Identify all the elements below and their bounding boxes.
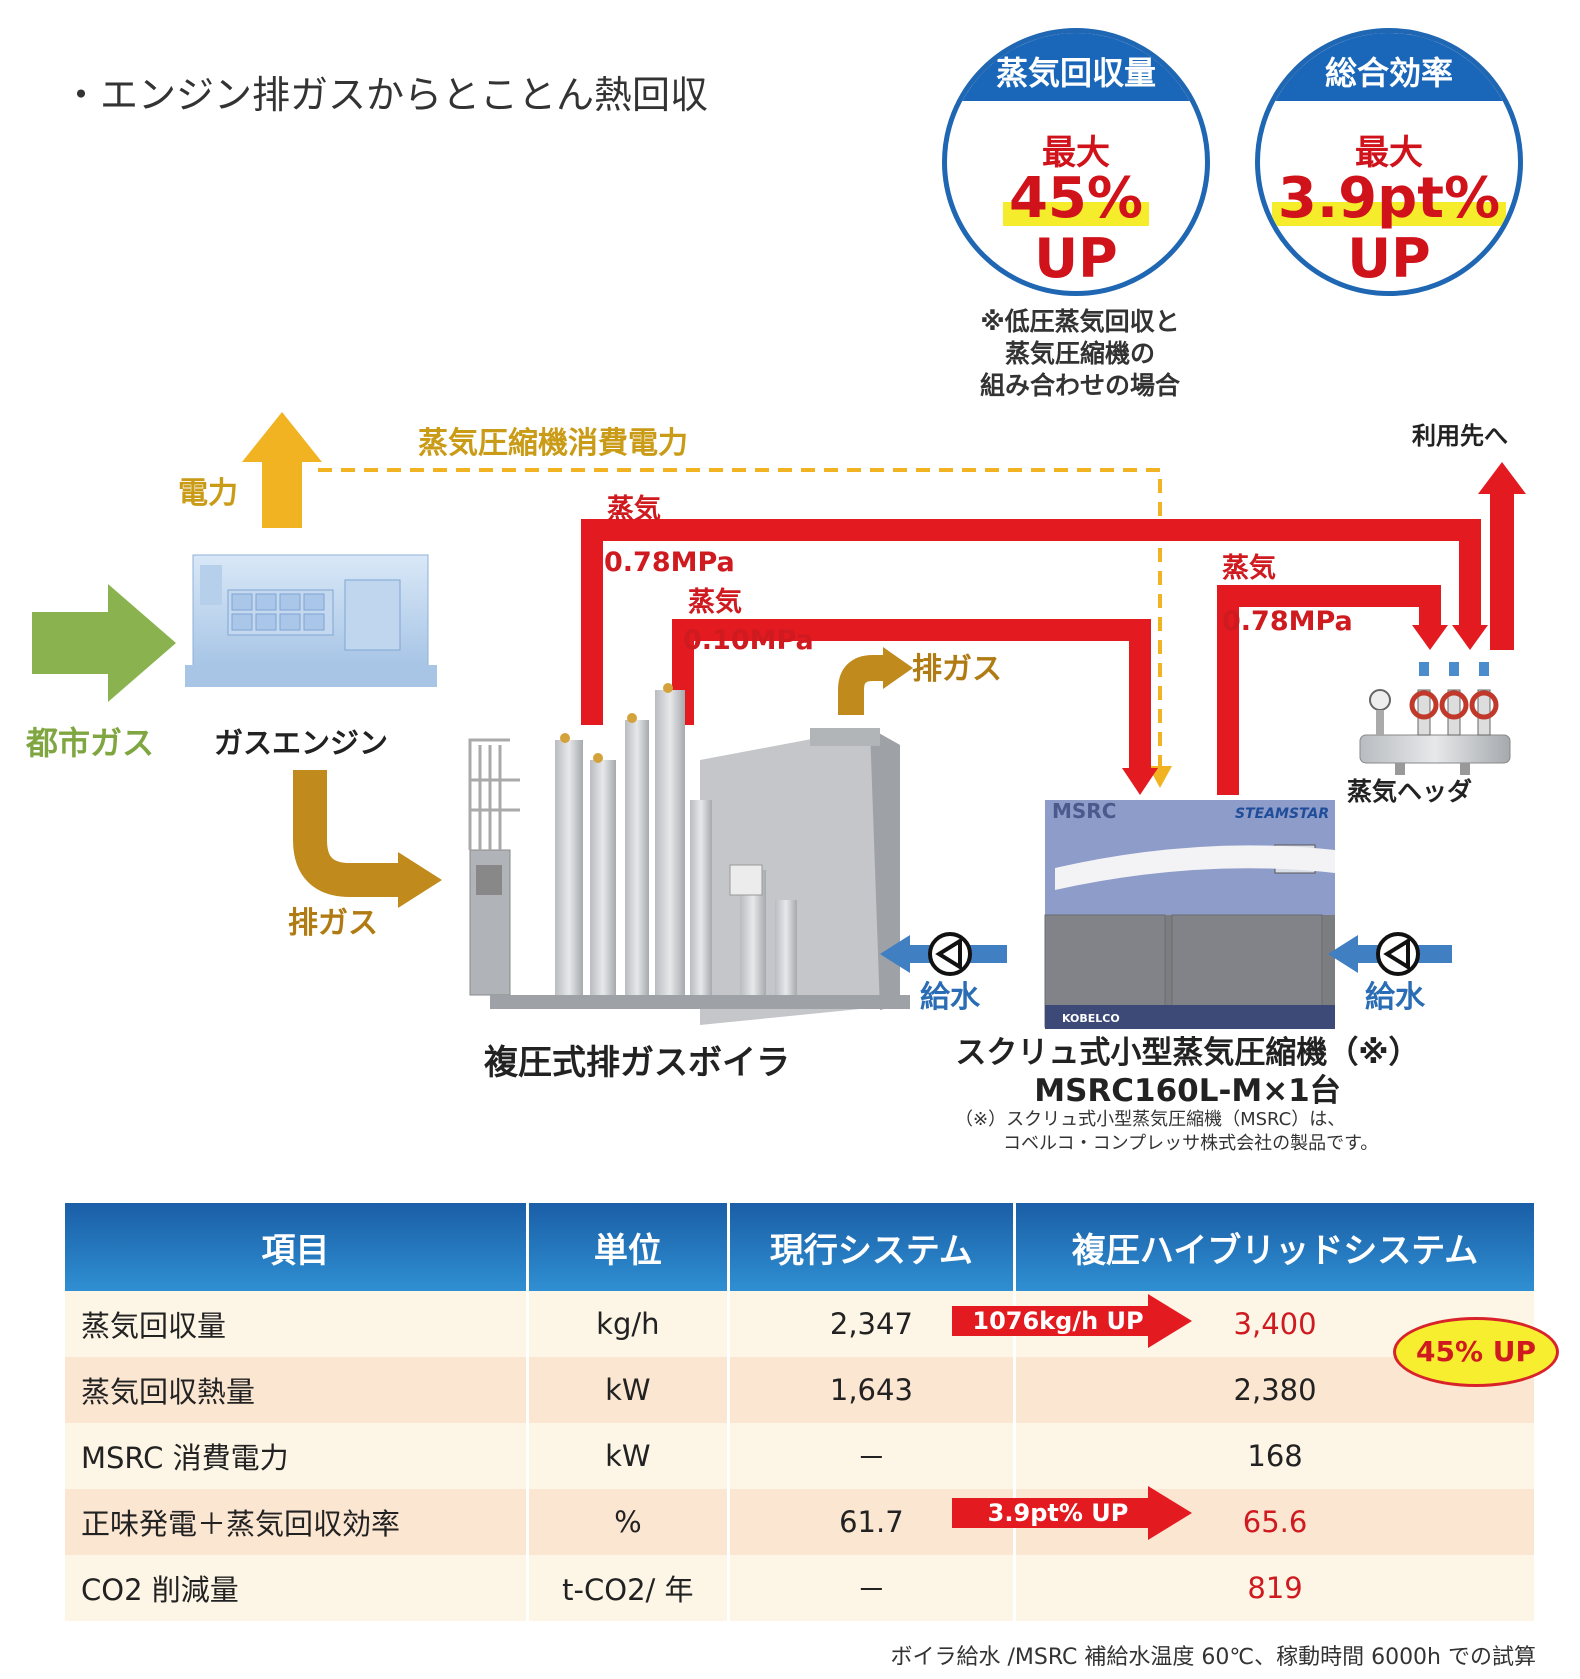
electricity-label: 電力 [178, 476, 238, 511]
row-hybrid: 168 [1016, 1423, 1534, 1489]
feed-water-label-right: 給水 [1365, 980, 1425, 1015]
steam-label-compressor: 蒸気 [1222, 553, 1276, 584]
row-item: 正味発電＋蒸気回収効率 [65, 1489, 527, 1555]
row-current: － [729, 1555, 1014, 1621]
table-row: 蒸気回収量 kg/h 2,347 3,400 [65, 1291, 1534, 1357]
row-unit: kW [529, 1357, 727, 1423]
to-user-arrow [1478, 462, 1526, 650]
row-current: 1,643 [729, 1357, 1014, 1423]
feed-water-right-arrow [1328, 932, 1452, 976]
header-unit: 単位 [529, 1203, 727, 1291]
gas-engine-label: ガスエンジン [214, 726, 389, 760]
comparison-table: 項目 単位 現行システム 複圧ハイブリッドシステム 蒸気回収量 kg/h 2,3… [62, 1203, 1537, 1621]
steam-label-high: 蒸気 [607, 494, 661, 525]
calculation-footnote: ボイラ給水 /MSRC 補給水温度 60℃、稼動時間 6000h での試算 [890, 1645, 1536, 1670]
compressor-power-label: 蒸気圧縮機消費電力 [418, 426, 688, 461]
steam-arrowhead-2 [1122, 768, 1158, 795]
page-title: ・エンジン排ガスからとことん熱回収 [62, 73, 709, 117]
row-unit: kg/h [529, 1291, 727, 1357]
table-row: MSRC 消費電力 kW － 168 [65, 1423, 1534, 1489]
row-unit: t-CO2/ 年 [529, 1555, 727, 1621]
steam-header-label: 蒸気ヘッダ [1347, 777, 1473, 806]
row-unit: kW [529, 1423, 727, 1489]
flow-diagram [32, 412, 1526, 1029]
compressor-note-line2: コベルコ・コンプレッサ株式会社の製品です。 [1003, 1133, 1379, 1154]
steam-header-image [1359, 662, 1511, 775]
compressor-power-line [318, 468, 1162, 770]
row-item: 蒸気回収熱量 [65, 1357, 527, 1423]
header-current: 現行システム [729, 1203, 1014, 1291]
pressure-label-compressor: 0.78MPa [1222, 606, 1353, 637]
city-gas-label: 都市ガス [26, 724, 155, 762]
exhaust-boiler-image [468, 683, 910, 1025]
steam-arrowhead-3 [1412, 625, 1448, 650]
badge-note: ※低圧蒸気回収と 蒸気圧縮機の 組み合わせの場合 [979, 307, 1180, 400]
badge-value: 45% [947, 166, 1205, 231]
badge-value: 3.9pt% [1260, 166, 1518, 231]
compressor-name-line1: スクリュ式小型蒸気圧縮機（※） [955, 1035, 1420, 1071]
feed-water-label-left: 給水 [920, 980, 980, 1015]
percent-up-balloon: 45% UP [1393, 1317, 1559, 1387]
exhaust-label-top: 排ガス [912, 652, 1002, 687]
steam-label-low: 蒸気 [688, 587, 742, 618]
city-gas-arrow [32, 584, 176, 702]
exhaust-arrow-left [293, 770, 442, 908]
msrc-vertical-label: MSRC [1052, 800, 1116, 822]
steam-line-compressor [1217, 585, 1441, 795]
steam-recovery-up-arrow: 1076kg/h UP [952, 1294, 1196, 1348]
table-header-row: 項目 単位 現行システム 複圧ハイブリッドシステム [65, 1203, 1534, 1291]
steam-line-low [672, 619, 1151, 770]
to-user-label: 利用先へ [1412, 422, 1508, 450]
compressor-note-line1: （※）スクリュ式小型蒸気圧縮機（MSRC）は、 [955, 1109, 1346, 1130]
badge-caption: 蒸気回収量 [947, 33, 1205, 101]
exhaust-arrow-top [838, 647, 913, 715]
badge-up: UP [1347, 227, 1431, 290]
row-current: － [729, 1423, 1014, 1489]
compressor-name-line2: MSRC160L-M×1台 [1034, 1073, 1341, 1109]
steam-line-high [581, 519, 1481, 725]
total-efficiency-badge: 総合効率 最大 3.9pt% UP [1255, 28, 1523, 296]
row-item: CO2 削減量 [65, 1555, 527, 1621]
table-row: CO2 削減量 t-CO2/ 年 － 819 [65, 1555, 1534, 1621]
feed-water-left-arrow [880, 932, 1007, 976]
gas-engine-image [185, 554, 437, 687]
steam-recovery-badge: 蒸気回収量 最大 45% UP [942, 28, 1210, 296]
exhaust-label-left: 排ガス [288, 906, 378, 941]
table-row: 蒸気回収熱量 kW 1,643 2,380 [65, 1357, 1534, 1423]
row-item: MSRC 消費電力 [65, 1423, 527, 1489]
table-row: 正味発電＋蒸気回収効率 % 61.7 65.6 [65, 1489, 1534, 1555]
pressure-label-high: 0.78MPa [604, 547, 735, 578]
badge-up: UP [1034, 227, 1118, 290]
header-hybrid: 複圧ハイブリッドシステム [1016, 1203, 1534, 1291]
kobelco-logo: KOBELCO [1062, 1012, 1120, 1025]
row-item: 蒸気回収量 [65, 1291, 527, 1357]
steam-arrowhead-1 [1452, 625, 1488, 650]
electricity-arrow [242, 412, 322, 528]
header-item: 項目 [65, 1203, 527, 1291]
boiler-name: 複圧式排ガスボイラ [484, 1043, 790, 1083]
pressure-label-low: 0.10MPa [683, 625, 814, 656]
row-hybrid: 819 [1016, 1555, 1534, 1621]
steamstar-logo: STEAMSTAR [1235, 806, 1330, 822]
row-unit: % [529, 1489, 727, 1555]
efficiency-up-arrow: 3.9pt% UP [952, 1486, 1196, 1540]
steam-compressor-image [1044, 800, 1335, 1029]
badge-caption: 総合効率 [1260, 33, 1518, 101]
